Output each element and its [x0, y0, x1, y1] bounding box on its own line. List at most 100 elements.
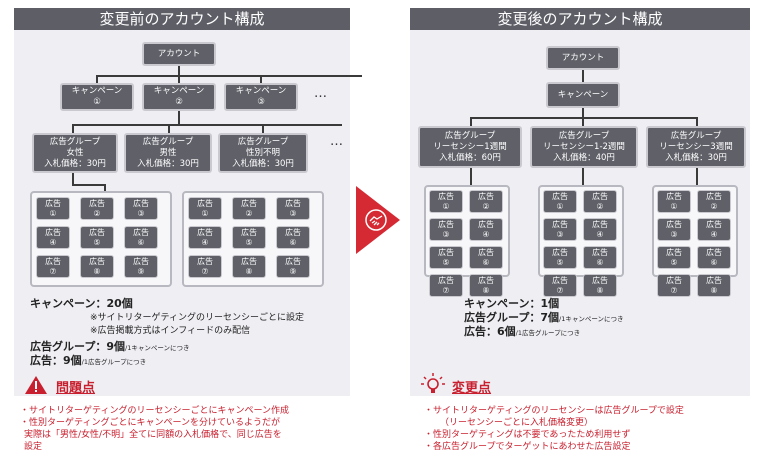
connector — [104, 184, 106, 192]
transition-arrow — [356, 186, 400, 254]
before-ad-count: 広告：9個/1広告グループにつき — [30, 354, 147, 367]
adgroup-box-unknown: 広告グループ性別不明入札価格：30円 — [218, 133, 308, 173]
connector — [582, 70, 584, 82]
lightbulb-icon — [421, 373, 445, 393]
connector — [96, 75, 362, 77]
connector — [470, 168, 472, 186]
after-adgroup-box-3: 広告グループリーセンシー3週間入札価格：30円 — [646, 126, 746, 168]
handshake-icon — [365, 209, 387, 231]
after-adgroup-box-2: 広告グループリーセンシー1-2週間入札価格：40円 — [530, 126, 638, 168]
issue-title: 問題点 — [56, 381, 96, 396]
change-line-4: ・各広告グループでターゲットにあわせた広告設定 — [424, 442, 631, 452]
before-adgroup-count: 広告グループ：9個/1キャンペーンにつき — [30, 340, 190, 353]
after-account-box: アカウント — [546, 46, 620, 70]
before-note-recency: ※サイトリターゲティングのリーセンシーごとに設定 — [90, 313, 305, 323]
connector — [178, 75, 180, 83]
issue-line-3: 実際は「男性/女性/不明」全てに同額の入札価格で、同じ広告を — [24, 430, 282, 440]
issue-line-4: 設定 — [24, 442, 43, 452]
after-header: 変更後のアカウント構成 — [410, 8, 750, 30]
before-header: 変更前のアカウント構成 — [14, 8, 350, 30]
after-adgroup-count: 広告グループ：7個/1キャンペーンにつき — [464, 311, 624, 324]
connector — [72, 124, 342, 126]
connector — [470, 117, 472, 127]
after-campaign-count: キャンペーン：1個 — [464, 297, 560, 310]
after-adgroup-box-1: 広告グループリーセンシー1週間入札価格：60円 — [418, 126, 522, 168]
connector — [470, 117, 698, 119]
account-box: アカウント — [142, 42, 216, 66]
adgroup-box-male: 広告グループ男性入札価格：30円 — [124, 133, 212, 173]
before-campaign-count: キャンペーン：20個 — [30, 297, 133, 310]
warning-icon — [25, 376, 47, 394]
connector — [178, 66, 180, 76]
connector — [696, 117, 698, 127]
campaign-ellipsis: … — [314, 86, 328, 101]
connector — [582, 168, 584, 186]
adgroup-box-female: 広告グループ女性入札価格：30円 — [32, 133, 118, 173]
change-line-2: （リーセンシーごとに入札価格変更） — [440, 418, 594, 428]
connector — [168, 124, 170, 134]
connector — [96, 75, 98, 83]
issue-line-2: ・性別ターゲティングごとにキャンペーンを分けているようだが — [20, 418, 281, 428]
connector — [72, 173, 74, 185]
connector — [262, 124, 264, 134]
connector — [72, 124, 74, 134]
connector — [582, 117, 584, 127]
connector — [260, 75, 262, 83]
change-title: 変更点 — [452, 381, 492, 396]
before-note-infeed: ※広告掲載方式はインフィードのみ配信 — [90, 326, 251, 336]
after-ad-count: 広告：6個/1広告グループにつき — [464, 325, 581, 338]
connector — [582, 108, 584, 118]
connector — [696, 168, 698, 186]
connector — [178, 111, 180, 125]
connector — [72, 184, 104, 186]
change-line-1: ・サイトリターゲティングのリーセンシーは広告グループで設定 — [424, 406, 684, 416]
adgroup-ellipsis: … — [330, 134, 344, 149]
